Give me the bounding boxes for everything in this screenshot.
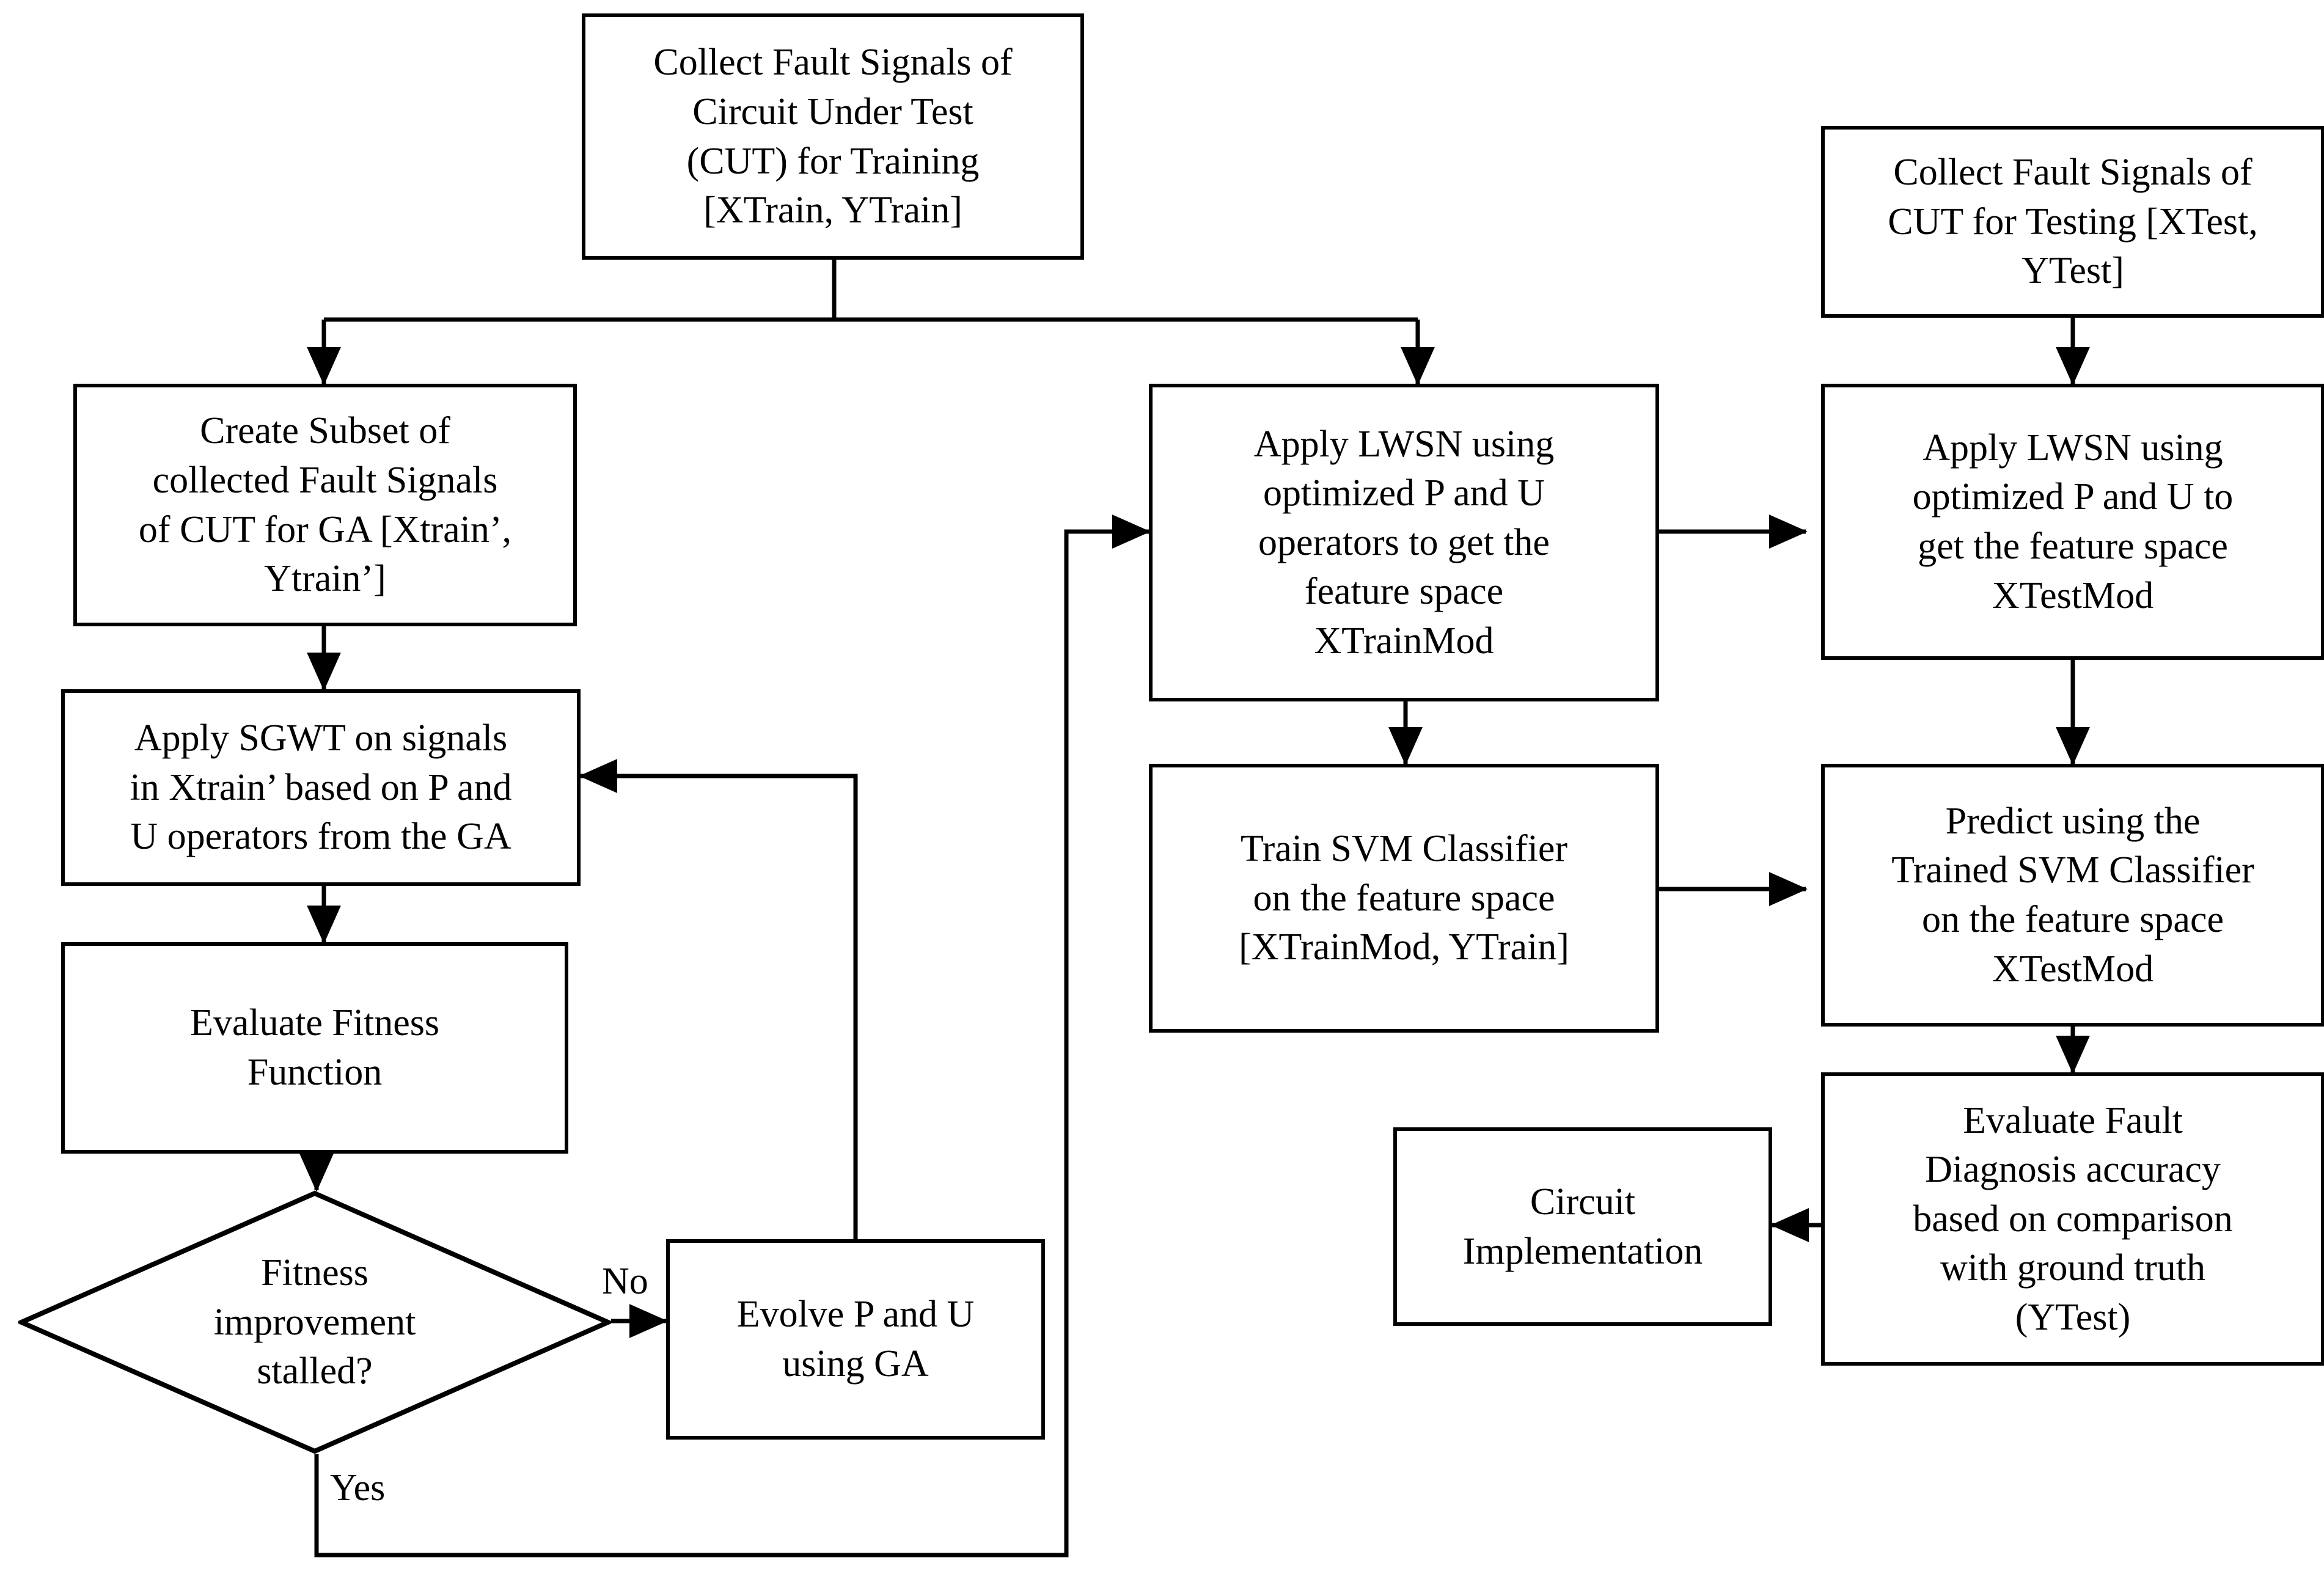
edge-label-no: No: [602, 1261, 648, 1302]
node-circuit-implementation[interactable]: Circuit Implementation: [1393, 1127, 1772, 1326]
node-create-subset[interactable]: Create Subset of collected Fault Signals…: [73, 384, 577, 626]
edge-label-yes: Yes: [330, 1467, 386, 1509]
node-collect-test[interactable]: Collect Fault Signals of CUT for Testing…: [1821, 126, 2324, 318]
edge-evolve-feedback: [579, 759, 858, 1239]
node-decision-fitness-stalled[interactable]: Fitness improvement stalled?: [18, 1190, 611, 1454]
node-evaluate-fitness[interactable]: Evaluate Fitness Function: [61, 942, 568, 1154]
node-train-svm[interactable]: Train SVM Classifier on the feature spac…: [1149, 764, 1659, 1033]
node-evaluate-accuracy[interactable]: Evaluate Fault Diagnosis accuracy based …: [1821, 1072, 2324, 1366]
node-collect-train[interactable]: Collect Fault Signals of Circuit Under T…: [582, 13, 1084, 260]
node-apply-lwsn-test[interactable]: Apply LWSN using optimized P and U to ge…: [1821, 384, 2324, 660]
node-apply-sgwt[interactable]: Apply SGWT on signals in Xtrain’ based o…: [61, 689, 581, 886]
node-evolve-p-u[interactable]: Evolve P and U using GA: [666, 1239, 1045, 1440]
decision-label: Fitness improvement stalled?: [213, 1252, 416, 1393]
node-predict[interactable]: Predict using the Trained SVM Classifier…: [1821, 764, 2324, 1027]
node-apply-lwsn-train[interactable]: Apply LWSN using optimized P and U opera…: [1149, 384, 1659, 701]
